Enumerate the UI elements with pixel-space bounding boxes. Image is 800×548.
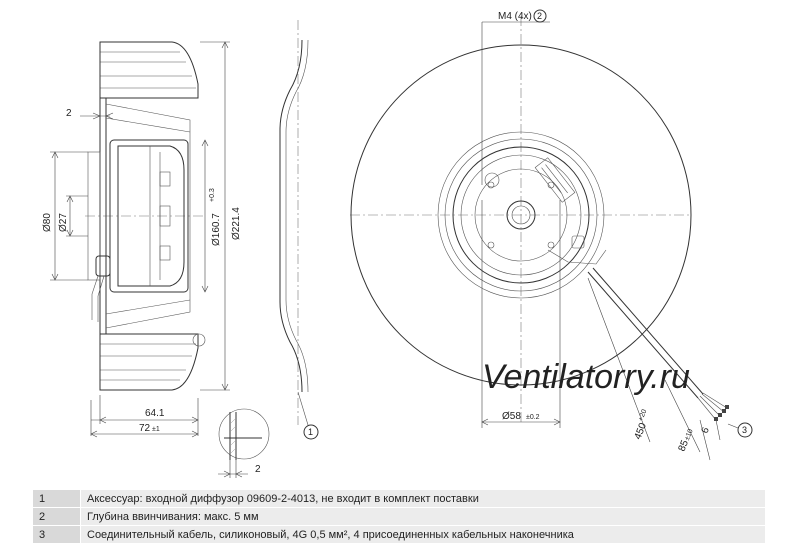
callout-m4: M4 (4x) [498,11,532,22]
dim-72: 72 [139,423,151,434]
note-row: 3 Соединительный кабель, силиконовый, 4G… [32,525,766,544]
fan-side-view: Ø80 Ø27 2 Ø160.7 +0.3 Ø221.4 64.1 72 ±1 [42,41,242,438]
detail-view: 2 [218,408,270,478]
note-text: Глубина ввинчивания: макс. 5 мм [80,507,766,526]
dim-cable-450: 450 [633,421,650,441]
balloon-1: 1 [308,427,313,437]
note-row: 1 Аксессуар: входной диффузор 09609-2-40… [32,489,766,508]
note-text: Аксессуар: входной диффузор 09609-2-4013… [80,489,766,508]
dim-d58: Ø58 [502,411,521,422]
note-row: 2 Глубина ввинчивания: макс. 5 мм [32,507,766,526]
balloon-3: 3 [742,425,747,435]
dim-d160: Ø160.7 [211,213,222,246]
dim-64: 64.1 [145,408,165,419]
detail-dim-2: 2 [255,464,261,475]
note-number: 1 [32,489,81,508]
dim-72-tolerance: ±1 [152,426,160,433]
balloon-2: 2 [537,11,542,21]
note-number: 3 [32,525,81,544]
dim-d58-tolerance: ±0.2 [526,414,540,421]
notes-table: 1 Аксессуар: входной диффузор 09609-2-40… [32,489,766,544]
dim-cable-6: 6 [700,425,712,435]
technical-drawing: Ø80 Ø27 2 Ø160.7 +0.3 Ø221.4 64.1 72 ±1 [42,9,753,478]
note-number: 2 [32,507,81,526]
fan-front-view: M4 (4x) 2 Ø58 ±0.2 450 +20 85 ±10 6 3 [350,9,753,461]
dim-cable-85: 85 [677,438,692,453]
watermark: Ventilatorry.ru [482,358,690,396]
note-text: Соединительный кабель, силиконовый, 4G 0… [80,525,766,544]
dim-d160-tolerance: +0.3 [209,188,216,202]
dim-cable-450-tolerance: +20 [637,408,648,422]
dim-d80: Ø80 [42,213,53,232]
dim-cable-85-tolerance: ±10 [684,428,695,442]
dim-d221: Ø221.4 [231,207,242,240]
diffuser-profile: 1 [279,20,319,440]
dim-gap-2: 2 [66,108,72,119]
dim-d27: Ø27 [58,213,69,232]
